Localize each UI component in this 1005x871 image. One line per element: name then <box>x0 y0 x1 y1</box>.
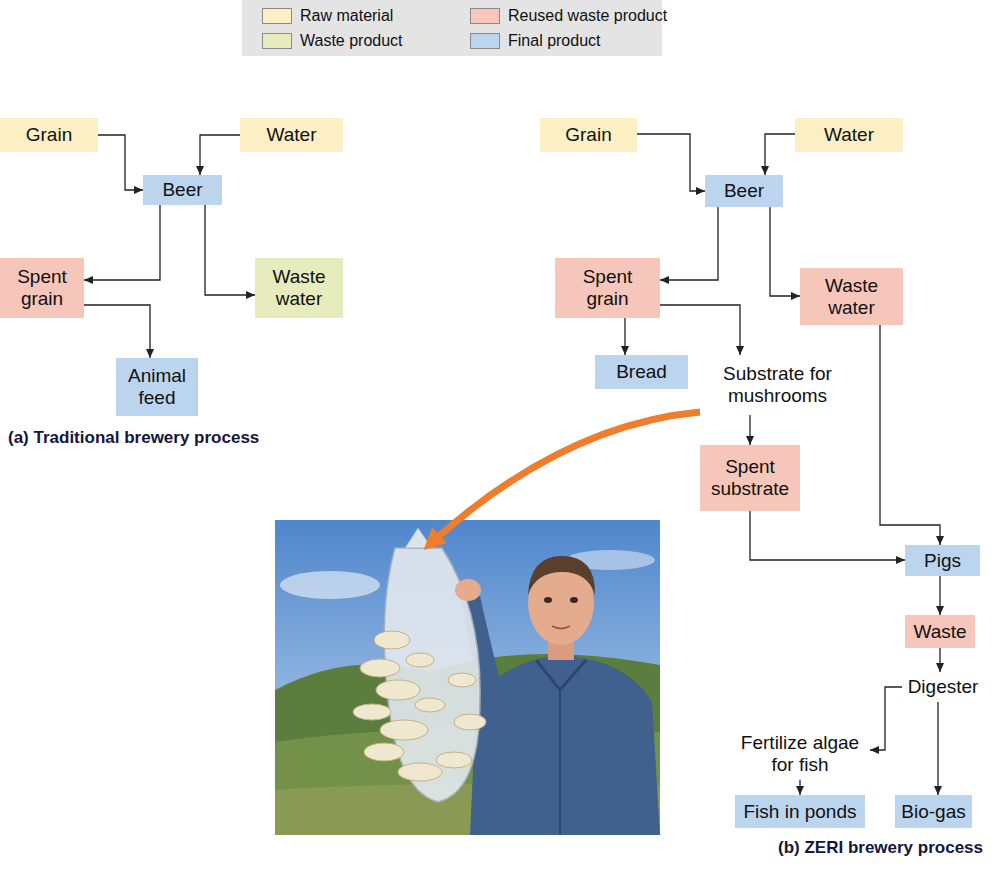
node-text: Fertilize algae for fish <box>736 732 864 776</box>
connector-arrow <box>660 207 718 280</box>
process-box: Spent substrate <box>700 445 800 511</box>
process-box: Substrate for mushrooms <box>700 355 855 415</box>
connector-arrow <box>84 205 160 280</box>
node-text: Substrate for mushrooms <box>706 363 849 407</box>
connector-arrow <box>660 305 740 355</box>
legend-swatch <box>262 8 292 24</box>
node-text: Digester <box>908 676 979 698</box>
process-box: Animal feed <box>116 358 198 416</box>
process-box: Water <box>240 118 343 152</box>
process-box: Digester <box>902 672 984 702</box>
connector-arrow <box>624 318 625 355</box>
legend-text: Waste product <box>300 32 403 50</box>
callout-arrow <box>428 412 700 546</box>
caption-label: (b) ZERI brewery process <box>778 838 983 858</box>
connector-arrow <box>870 687 902 750</box>
process-box: Waste water <box>800 268 903 325</box>
node-text: Waste <box>913 621 966 643</box>
legend-swatch <box>470 8 500 24</box>
photo-illustration <box>275 520 660 835</box>
node-text: Water <box>267 124 317 146</box>
legend-text: Reused waste product <box>508 7 667 25</box>
process-box: Water <box>795 118 903 152</box>
node-text: Beer <box>724 180 764 202</box>
legend-swatch <box>470 33 500 49</box>
node-text: Grain <box>565 124 611 146</box>
connector-arrow <box>939 648 940 672</box>
process-box: Fish in ponds <box>735 795 865 828</box>
node-text: Spent grain <box>561 266 654 310</box>
connector-arrow <box>749 415 750 445</box>
process-box: Waste <box>905 615 975 648</box>
node-text: Spent substrate <box>706 456 794 500</box>
connector-arrow <box>205 205 255 295</box>
process-box: Grain <box>0 118 98 152</box>
node-text: Beer <box>162 179 202 201</box>
process-box: Fertilize algae for fish <box>730 728 870 780</box>
connector-arrow <box>799 780 800 795</box>
legend-text: Final product <box>508 32 601 50</box>
process-box: Waste water <box>255 258 343 318</box>
node-text: Waste water <box>806 275 897 319</box>
process-box: Grain <box>540 118 637 152</box>
node-text: Bio-gas <box>901 801 965 823</box>
process-box: Spent grain <box>555 258 660 318</box>
connector-arrow <box>937 702 938 795</box>
node-text: Fish in ponds <box>743 801 856 823</box>
legend-swatch <box>262 33 292 49</box>
connector-arrow <box>84 305 150 358</box>
legend-text: Raw material <box>300 7 393 25</box>
connector-arrow <box>200 135 240 175</box>
node-text: Bread <box>616 361 667 383</box>
process-box: Bio-gas <box>895 795 972 828</box>
node-text: Waste water <box>261 266 337 310</box>
connector-arrow <box>98 135 143 190</box>
process-box: Beer <box>705 175 783 207</box>
process-box: Spent grain <box>0 258 84 318</box>
caption-label: (a) Traditional brewery process <box>8 428 259 448</box>
node-text: Pigs <box>924 550 961 572</box>
process-box: Beer <box>143 175 222 205</box>
process-box: Bread <box>595 355 688 389</box>
connector-arrow <box>637 134 705 191</box>
connector-arrow <box>750 511 905 560</box>
node-text: Spent grain <box>6 266 78 310</box>
node-text: Animal feed <box>122 365 192 409</box>
node-text: Grain <box>26 124 72 146</box>
connector-arrow <box>939 576 940 615</box>
connector-arrow <box>880 325 940 545</box>
connector-arrow <box>765 134 795 175</box>
connector-arrow <box>770 207 800 296</box>
node-text: Water <box>824 124 874 146</box>
process-box: Pigs <box>905 545 980 576</box>
